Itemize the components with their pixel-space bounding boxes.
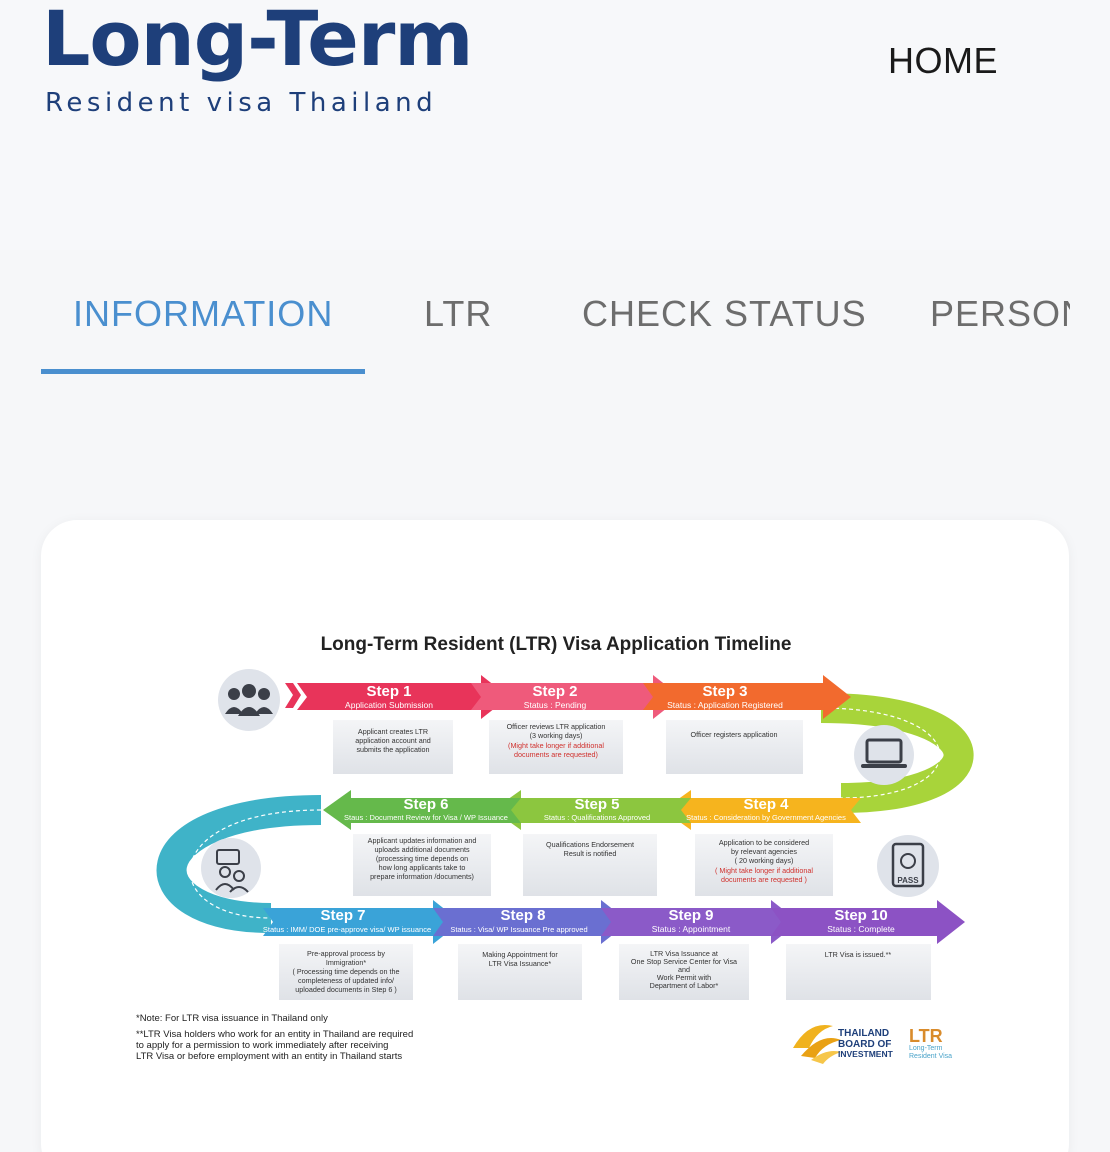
- step-10-status: Status : Complete: [827, 924, 895, 934]
- logo-subtitle: Resident visa Thailand: [45, 88, 438, 118]
- step-7-arrow: [263, 900, 461, 944]
- step-9-desc-line: Work Permit with: [657, 973, 711, 982]
- step-4-desc-line: ( 20 working days): [735, 856, 794, 865]
- step-7-desc-line: ( Processing time depends on the: [292, 967, 399, 976]
- step-3-desc-line: Officer registers application: [691, 730, 778, 739]
- step-2-note-line: (Might take longer if additional: [508, 741, 604, 750]
- tab-personal[interactable]: PERSONAL: [930, 293, 1070, 334]
- footnote-1: *Note: For LTR visa issuance in Thailand…: [136, 1013, 328, 1024]
- step-4-title: Step 4: [743, 796, 789, 813]
- step-7-desc-line: uploaded documents in Step 6 ): [295, 985, 397, 994]
- step-10-arrow: [771, 900, 965, 944]
- step-1-desc-line: submits the application: [356, 745, 429, 754]
- step-2-desc-line: (3 working days): [530, 731, 583, 740]
- step-2-desc-line: Officer reviews LTR application: [507, 722, 606, 731]
- step-9-desc-line: LTR Visa Issuance at: [650, 949, 718, 958]
- infographic-title: Long-Term Resident (LTR) Visa Applicatio…: [321, 634, 792, 655]
- ltr-logo-main: LTR: [909, 1026, 943, 1046]
- step-6-desc-line: uploads additional documents: [374, 845, 470, 854]
- curve-right: [820, 693, 974, 813]
- step-9-desc-line: One Stop Service Center for Visa: [631, 957, 737, 966]
- step-10-title: Step 10: [834, 907, 887, 924]
- step-2-title: Step 2: [532, 683, 577, 700]
- footnote-3: to apply for a permission to work immedi…: [136, 1040, 388, 1051]
- step-4-arrow: [663, 790, 861, 830]
- boi-logo-line: THAILAND: [838, 1028, 889, 1039]
- step-8-desc-line: Making Appointment for: [482, 950, 558, 959]
- step-9-status: Status : Appointment: [652, 924, 731, 934]
- tab-check-status[interactable]: CHECK STATUS: [582, 293, 867, 334]
- tab-information[interactable]: INFORMATION: [73, 293, 334, 334]
- active-tab-indicator: [41, 369, 365, 374]
- step-6-arrow: [323, 790, 521, 830]
- step-2-status: Status : Pending: [524, 700, 587, 710]
- step-4-desc-line: Application to be considered: [719, 838, 809, 847]
- ltr-logo: LTR Long-Term Resident Visa: [909, 1026, 952, 1060]
- step-3-arrow: [643, 675, 851, 719]
- step-7-desc-line: completeness of updated info/: [298, 976, 394, 985]
- home-link[interactable]: HOME: [888, 40, 998, 81]
- logo-title[interactable]: Long-Term: [42, 0, 473, 83]
- step-1-arrow: [297, 675, 509, 719]
- group-people-icon: [218, 669, 280, 731]
- step-1-desc-line: application account and: [355, 736, 431, 745]
- step-5-title: Step 5: [574, 796, 619, 813]
- step-7-status: Status : IMM/ DOE pre-approve visa/ WP i…: [263, 925, 431, 934]
- step-6-title: Step 6: [403, 796, 448, 813]
- boi-logo-line: BOARD OF: [838, 1039, 891, 1050]
- footnote-2: **LTR Visa holders who work for an entit…: [136, 1029, 413, 1040]
- step-8-desc-line: LTR Visa Issuance*: [489, 959, 552, 968]
- boi-logo: THAILAND BOARD OF INVESTMENT: [793, 1024, 894, 1064]
- step-6-desc-line: prepare information /documents): [370, 872, 474, 881]
- step-8-title: Step 8: [500, 907, 545, 924]
- step-6-desc-line: Applicant updates information and: [368, 836, 477, 845]
- step-1-title: Step 1: [366, 683, 411, 700]
- step-5-arrow: [493, 790, 691, 830]
- step-6-desc-line: (processing time depends on: [376, 854, 468, 863]
- step-7-title: Step 7: [320, 907, 365, 924]
- step-8-status: Status : Visa/ WP Issuance Pre approved: [450, 925, 587, 934]
- tab-ltr[interactable]: LTR: [424, 293, 493, 334]
- step-4-note-line: documents are requested ): [721, 875, 807, 884]
- laptop-icon: [854, 725, 914, 785]
- step-9-arrow: [601, 900, 799, 944]
- step-8-arrow: [433, 900, 629, 944]
- step-10-desc-line: LTR Visa is issued.**: [825, 950, 892, 959]
- ltr-logo-sub: Long-Term: [909, 1045, 943, 1052]
- step-9-desc-line: Department of Labor*: [650, 981, 719, 990]
- tab-bar: INFORMATION LTR CHECK STATUS PERSONAL: [0, 255, 1070, 385]
- step-5-status: Status : Qualifications Approved: [544, 813, 650, 822]
- step-9-desc-line: and: [678, 965, 690, 974]
- ltr-logo-sub: Resident Visa: [909, 1053, 952, 1060]
- curve-left: [156, 795, 322, 933]
- step-7-desc-line: Pre-approval process by: [307, 949, 385, 958]
- step-7-desc-line: Immigration*: [326, 958, 367, 967]
- timeline-card: Long-Term Resident (LTR) Visa Applicatio…: [41, 520, 1069, 1152]
- site-header: Long-Term Resident visa Thailand HOME: [0, 0, 1110, 250]
- step-4-note-line: ( Might take longer if additional: [715, 866, 813, 875]
- step-9-title: Step 9: [668, 907, 713, 924]
- ltr-timeline-infographic: Long-Term Resident (LTR) Visa Applicatio…: [136, 634, 974, 1064]
- step-2-arrow: [471, 675, 681, 719]
- passport-icon: PASS: [877, 835, 939, 897]
- step-6-status: Staus : Document Review for Visa / WP Is…: [344, 813, 508, 822]
- passport-label: PASS: [897, 876, 919, 885]
- footnote-4: LTR Visa or before employment with an en…: [136, 1051, 402, 1062]
- step-2-note-line: documents are requested): [514, 750, 598, 759]
- step-5-desc-line: Result is notified: [564, 849, 617, 858]
- step-3-status: Status : Application Registered: [667, 700, 783, 710]
- step-1-status: Application Submission: [345, 700, 433, 710]
- boi-logo-line: INVESTMENT: [838, 1049, 894, 1059]
- step-1-desc-line: Applicant creates LTR: [358, 727, 428, 736]
- step-4-status: Status : Consideration by Government Age…: [686, 813, 846, 822]
- step-6-desc-line: how long applicants take to: [379, 863, 466, 872]
- step-3-title: Step 3: [702, 683, 747, 700]
- step-4-desc-line: by relevant agencies: [731, 847, 797, 856]
- step-5-desc-line: Qualifications Endorsement: [546, 840, 634, 849]
- chat-person-icon: [201, 838, 261, 898]
